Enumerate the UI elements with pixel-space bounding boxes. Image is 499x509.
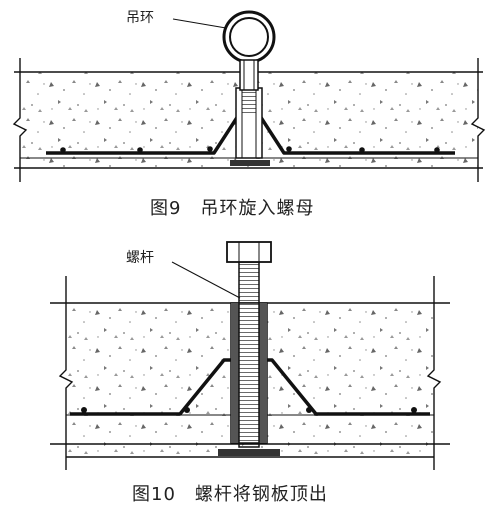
- left-break-line: [12, 58, 28, 182]
- bottom-plate: [218, 449, 280, 456]
- bolt-callout-label: 螺杆: [126, 250, 154, 266]
- right-break-line: [426, 276, 442, 470]
- ring-callout-leader: [172, 18, 227, 29]
- figure-10: 螺杆 图10 螺杆将钢板顶出: [50, 241, 450, 505]
- bolt-head: [226, 241, 272, 263]
- figure-10-caption: 图10 螺杆将钢板顶出: [132, 484, 328, 505]
- figure-9: 吊环 图9 吊环旋入螺母: [12, 10, 486, 219]
- left-break-line: [58, 276, 74, 470]
- bottom-plate: [230, 160, 270, 166]
- right-break-line: [470, 58, 486, 182]
- bolt-shaft: [238, 261, 260, 448]
- figure-9-caption: 图9 吊环旋入螺母: [150, 198, 314, 219]
- ring-callout-label: 吊环: [126, 10, 154, 26]
- lifting-ring: [222, 10, 276, 91]
- bolt-callout-leader: [171, 261, 241, 299]
